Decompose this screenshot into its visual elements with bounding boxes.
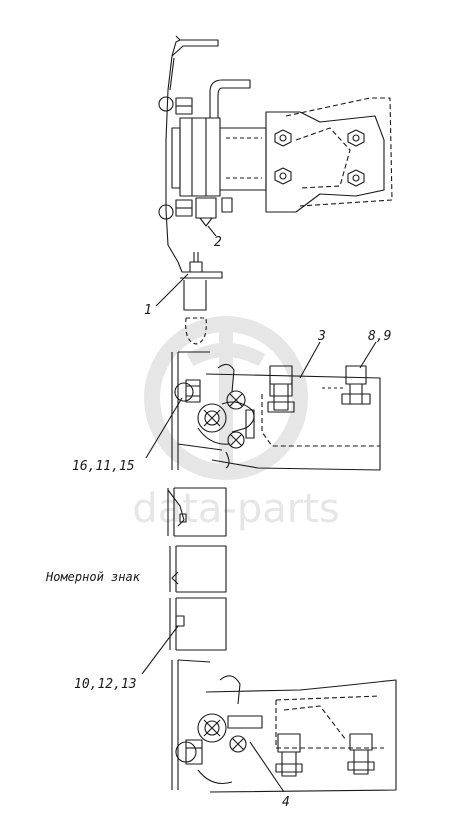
watermark-logo-ring xyxy=(144,316,308,480)
bolt-assembly-3 xyxy=(267,365,295,413)
leader-16-11-15 xyxy=(145,397,183,459)
leader-2 xyxy=(207,225,217,237)
mount-bolt xyxy=(347,129,365,147)
bolt-assembly-8-9 xyxy=(322,365,371,405)
mount-bolt xyxy=(274,167,292,185)
bottom-bolt-right xyxy=(347,733,375,775)
bottom-clamp-wheel xyxy=(197,713,227,743)
callout-4: 4 xyxy=(282,795,290,810)
callout-2: 2 xyxy=(214,235,222,250)
callout-10-12-13: 10,12,13 xyxy=(74,677,137,692)
section-c xyxy=(169,597,227,651)
leader-3 xyxy=(299,341,321,379)
leader-10-12-13 xyxy=(141,625,179,675)
leader-1 xyxy=(155,273,189,307)
leader-8-9 xyxy=(359,341,377,369)
watermark-logo-mark xyxy=(186,330,266,466)
callout-1: 1 xyxy=(144,303,152,318)
clamp-wheel xyxy=(197,403,227,433)
top-hinge-assembly xyxy=(158,35,393,345)
callout-16-11-15: 16,11,15 xyxy=(72,459,135,474)
bottom-bolt-left xyxy=(275,733,303,777)
lamp-lens xyxy=(185,317,207,345)
callout-3: 3 xyxy=(317,329,326,344)
watermark-text: data-parts xyxy=(132,486,339,532)
bottom-bracket-plate xyxy=(205,679,397,793)
main-bracket-plate xyxy=(205,373,381,471)
callout-8-9: 8,9 xyxy=(368,329,391,344)
section-a xyxy=(167,487,227,537)
frame-rail xyxy=(171,352,179,470)
callout-plate: Номерной знак xyxy=(45,570,141,584)
middle-assembly xyxy=(171,351,381,471)
lamp-housing xyxy=(183,280,207,311)
hook-rod xyxy=(209,79,251,118)
plate-marker xyxy=(171,571,179,585)
watermark: data-parts xyxy=(132,316,340,532)
hinge-body xyxy=(179,117,221,197)
leader-4 xyxy=(249,741,285,793)
mounting-plate xyxy=(265,111,385,213)
bottom-assembly xyxy=(171,659,397,793)
mount-bolt xyxy=(347,169,365,187)
mount-bolt xyxy=(274,129,292,147)
section-b xyxy=(169,545,227,593)
